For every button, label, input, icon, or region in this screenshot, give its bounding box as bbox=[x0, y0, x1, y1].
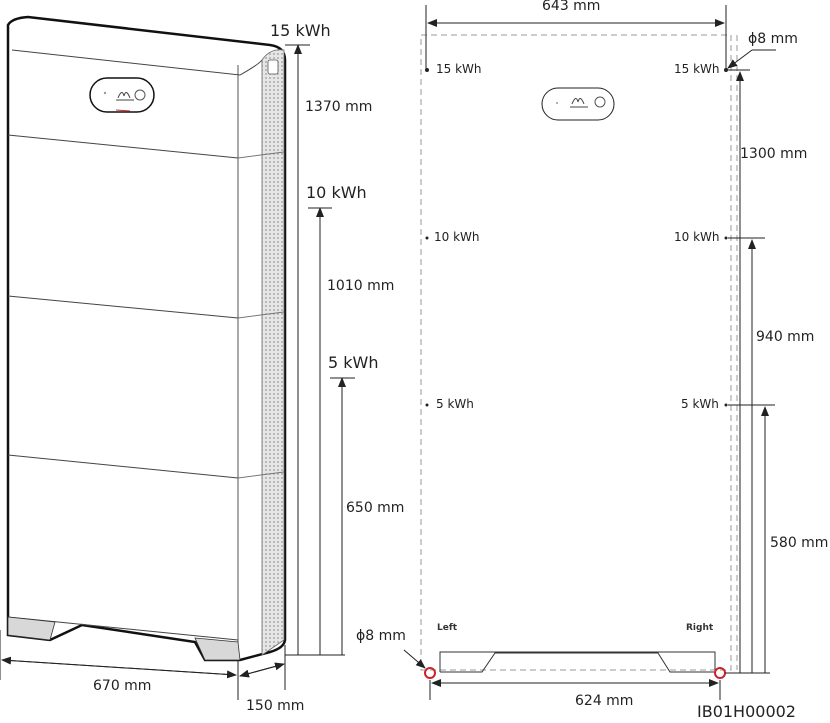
left-width-dimension: 670 mm bbox=[93, 678, 152, 694]
left-capacity-5kwh: 5 kWh bbox=[328, 353, 379, 372]
left-depth-dimension: 150 mm bbox=[246, 698, 305, 714]
display-panel bbox=[89, 77, 155, 113]
left-height-5kwh: 650 mm bbox=[346, 500, 405, 516]
figure-id: IB01H00002 bbox=[697, 702, 796, 721]
template-height-15kwh: 1300 mm bbox=[740, 146, 808, 162]
left-capacity-15kwh: 15 kWh bbox=[270, 21, 331, 40]
left-height-15kwh: 1370 mm bbox=[305, 99, 373, 115]
template-left-10kwh: 10 kWh bbox=[434, 230, 480, 244]
left-capacity-10kwh: 10 kWh bbox=[306, 183, 367, 202]
hole-diameter-bottom: ϕ8 mm bbox=[356, 628, 406, 644]
hole-diameter-top: ϕ8 mm bbox=[748, 31, 798, 47]
huawei-logo-icon bbox=[116, 92, 134, 101]
template-right-5kwh: 5 kWh bbox=[681, 397, 719, 411]
template-left-15kwh: 15 kWh bbox=[436, 62, 482, 76]
hole-marker-left bbox=[424, 667, 436, 679]
template-height-5kwh: 580 mm bbox=[770, 535, 829, 551]
template-right-15kwh: 15 kWh bbox=[674, 62, 720, 76]
template-left-5kwh: 5 kWh bbox=[436, 397, 474, 411]
mounting-template bbox=[420, 34, 738, 679]
display-panel-outline bbox=[541, 87, 615, 121]
template-height-10kwh: 940 mm bbox=[756, 329, 815, 345]
battery-stack-illustration bbox=[6, 15, 287, 662]
template-base-width: 624 mm bbox=[575, 693, 634, 709]
left-height-10kwh: 1010 mm bbox=[327, 278, 395, 294]
template-right-10kwh: 10 kWh bbox=[674, 230, 720, 244]
side-right-label: Right bbox=[686, 623, 714, 633]
side-left-label: Left bbox=[437, 623, 458, 633]
template-width-top: 643 mm bbox=[542, 0, 601, 14]
